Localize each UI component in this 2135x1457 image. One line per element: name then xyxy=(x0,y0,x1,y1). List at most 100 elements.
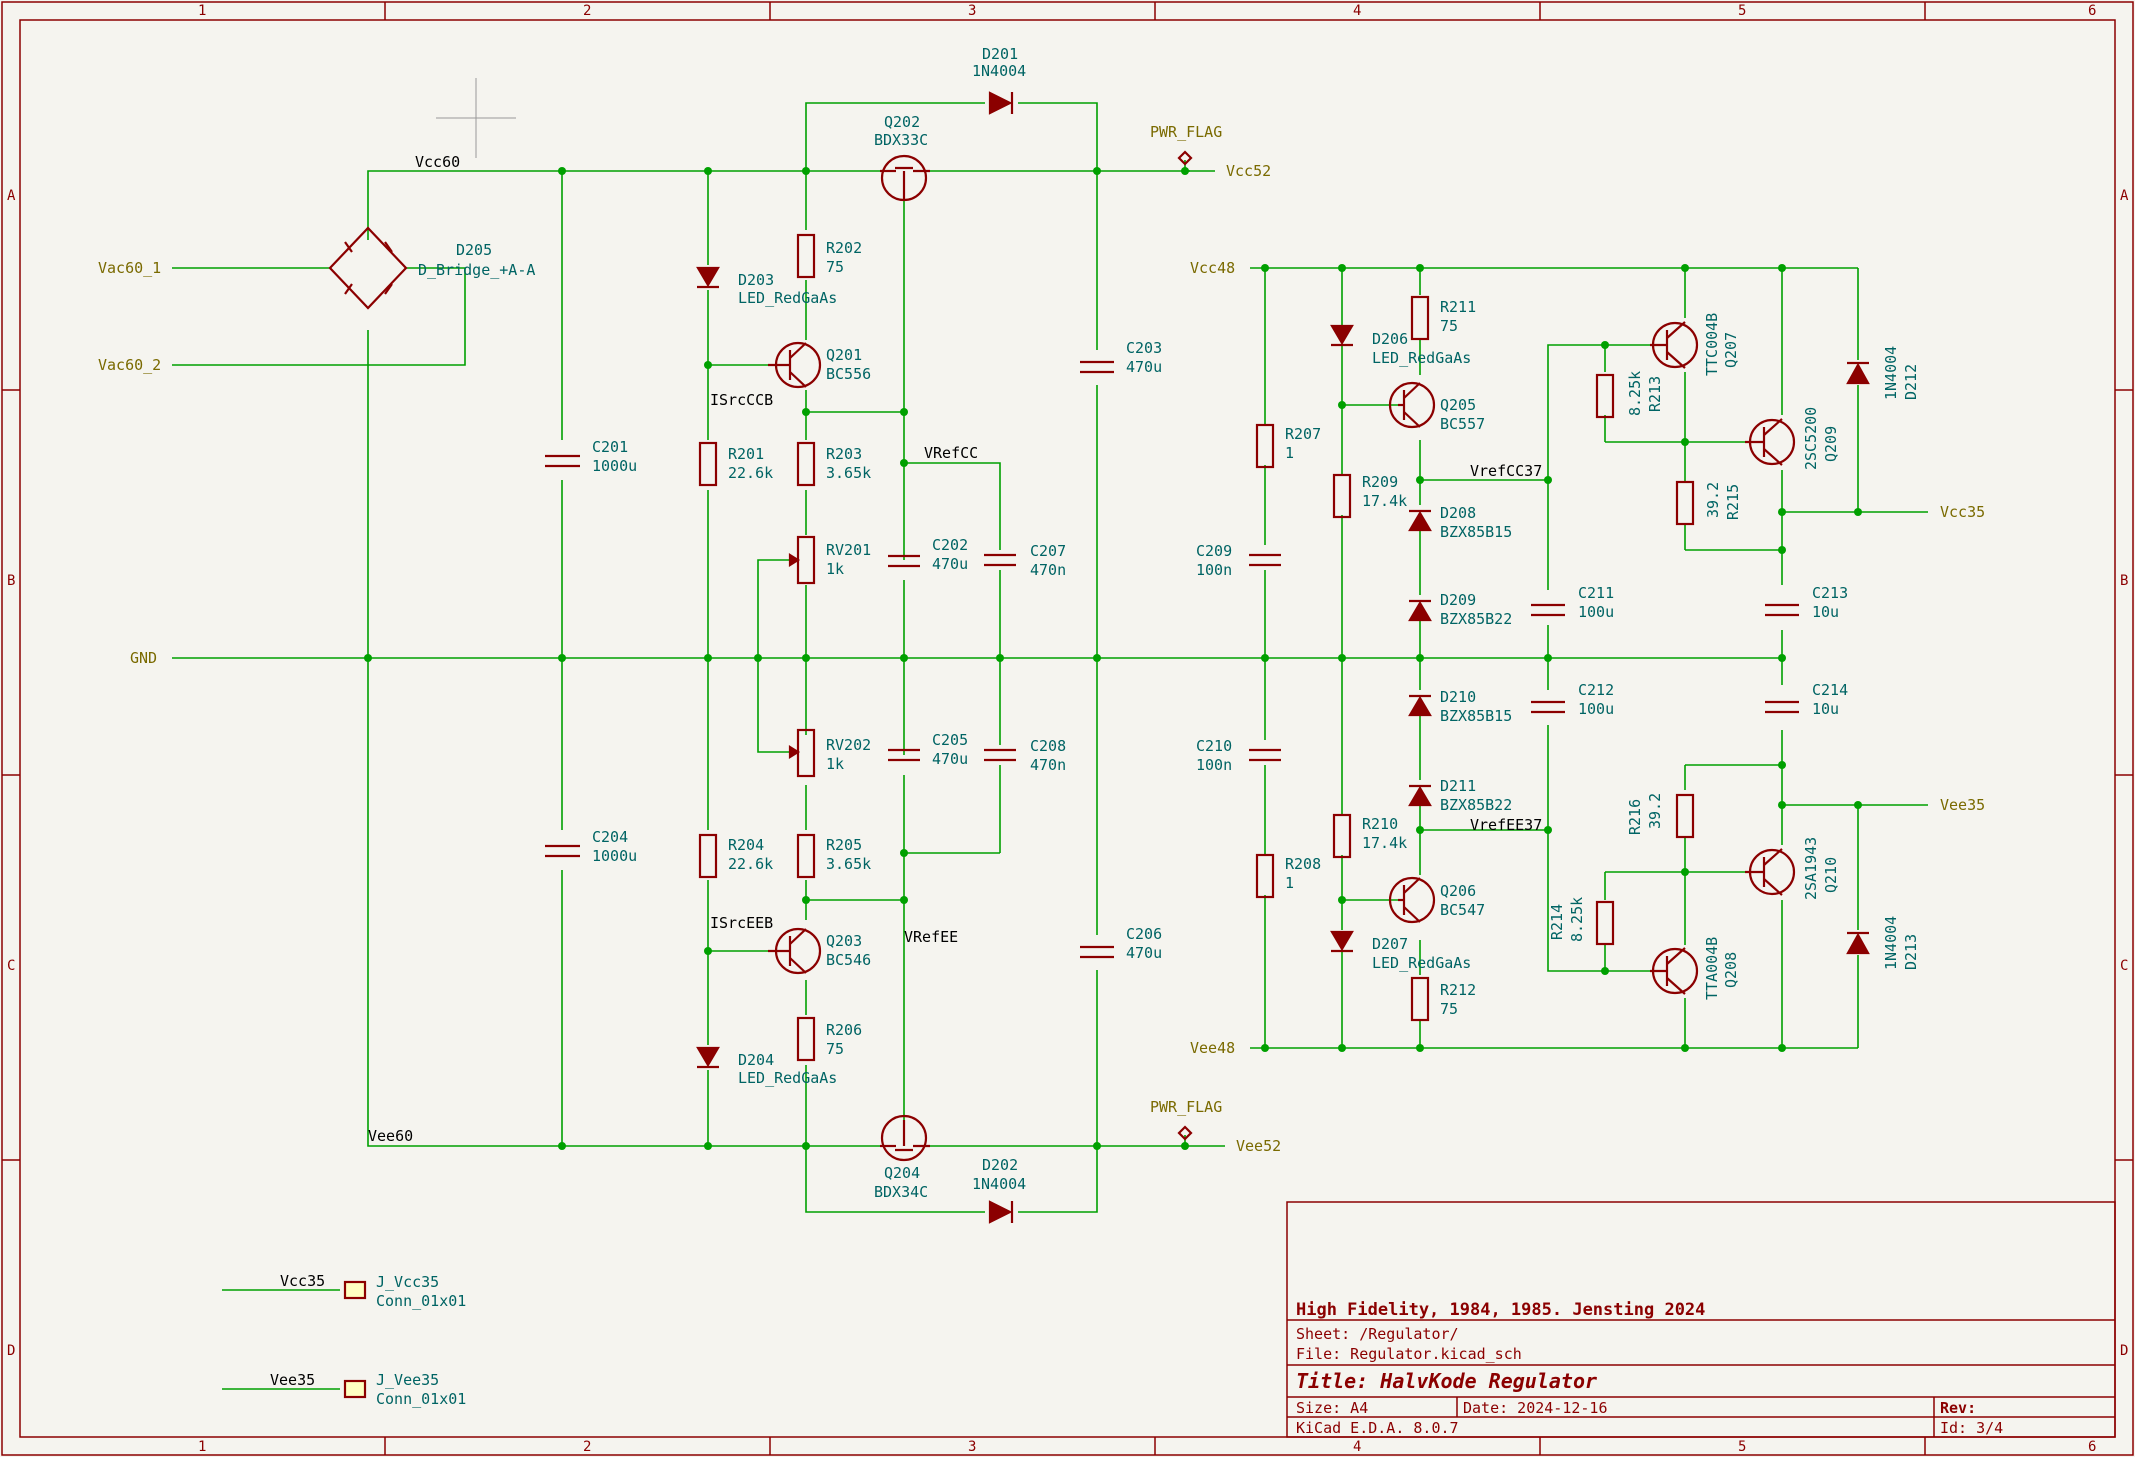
zeners xyxy=(1408,509,1432,807)
d213-ref: D213 xyxy=(1902,934,1920,970)
title-rev: Rev: xyxy=(1940,1399,1976,1417)
r214-val: 8.25k xyxy=(1568,897,1586,942)
port-vee35[interactable]: Vee35 xyxy=(1940,796,1985,814)
c211-val: 100u xyxy=(1578,603,1614,621)
q206-transistor[interactable] xyxy=(1388,876,1436,924)
c212-capacitor[interactable] xyxy=(1531,700,1565,714)
c211-capacitor[interactable] xyxy=(1531,603,1565,617)
d206-led[interactable] xyxy=(1330,324,1354,347)
d204-led[interactable] xyxy=(696,1046,720,1069)
d213-diode[interactable] xyxy=(1846,931,1870,955)
c208-ref: C208 xyxy=(1030,737,1066,755)
rv202-pot[interactable] xyxy=(788,728,816,778)
r209-ref: R209 xyxy=(1362,473,1398,491)
r210-val: 17.4k xyxy=(1362,834,1407,852)
port-vcc52[interactable]: Vcc52 xyxy=(1226,162,1271,180)
c205-capacitor[interactable] xyxy=(888,748,920,762)
pwr-flag-bottom: PWR_FLAG xyxy=(1150,1098,1222,1116)
c206-val: 470u xyxy=(1126,944,1162,962)
port-vac60-1[interactable]: Vac60_1 xyxy=(98,259,161,277)
port-vcc35[interactable]: Vcc35 xyxy=(1940,503,1985,521)
port-vee52[interactable]: Vee52 xyxy=(1236,1137,1281,1155)
d201-ref: D201 xyxy=(982,45,1018,63)
r216-val: 39.2 xyxy=(1646,793,1664,829)
q209-transistor[interactable] xyxy=(1745,418,1796,466)
d205-ref: D205 xyxy=(456,241,492,259)
c201-capacitor[interactable] xyxy=(545,454,580,468)
d201-diode[interactable] xyxy=(988,91,1014,115)
r207-val: 1 xyxy=(1285,444,1294,462)
c208-capacitor[interactable] xyxy=(984,748,1016,762)
c203-ref: C203 xyxy=(1126,339,1162,357)
q207-transistor[interactable] xyxy=(1650,321,1699,369)
pwr-flag-top: PWR_FLAG xyxy=(1150,123,1222,141)
c213-capacitor[interactable] xyxy=(1765,603,1799,617)
q203-ref: Q203 xyxy=(826,932,862,950)
c206-capacitor[interactable] xyxy=(1080,945,1114,959)
d207-led[interactable] xyxy=(1330,930,1354,953)
net-label-vrefee37: VrefEE37 xyxy=(1470,816,1542,834)
r215-val: 39.2 xyxy=(1704,482,1722,518)
port-vac60-2[interactable]: Vac60_2 xyxy=(98,356,161,374)
j-vcc35-connector[interactable] xyxy=(343,1280,367,1300)
d212-diode[interactable] xyxy=(1846,361,1870,385)
c201-ref: C201 xyxy=(592,438,628,456)
ruler-row-b-right: B xyxy=(2120,573,2128,589)
d203-led[interactable] xyxy=(696,266,720,289)
r205-val: 3.65k xyxy=(826,855,871,873)
ruler-col-5: 5 xyxy=(1738,3,1746,19)
r203-val: 3.65k xyxy=(826,464,871,482)
c207-capacitor[interactable] xyxy=(984,553,1016,567)
q202-transistor[interactable] xyxy=(880,154,930,202)
c206-ref: C206 xyxy=(1126,925,1162,943)
c203-capacitor[interactable] xyxy=(1080,360,1114,374)
c202-capacitor[interactable] xyxy=(888,554,920,568)
rv201-pot[interactable] xyxy=(788,535,816,585)
r208-ref: R208 xyxy=(1285,855,1321,873)
d202-ref: D202 xyxy=(982,1156,1018,1174)
q202-val: BDX33C xyxy=(874,131,928,149)
r212-ref: R212 xyxy=(1440,981,1476,999)
port-gnd[interactable]: GND xyxy=(130,649,157,667)
c204-capacitor[interactable] xyxy=(545,844,580,858)
r208-val: 1 xyxy=(1285,874,1294,892)
port-vcc48[interactable]: Vcc48 xyxy=(1190,259,1235,277)
d210-ref: D210 xyxy=(1440,688,1476,706)
q203-transistor[interactable] xyxy=(768,927,822,975)
r211-val: 75 xyxy=(1440,317,1458,335)
net-label-vrefee: VRefEE xyxy=(904,928,958,946)
r203-ref: R203 xyxy=(826,445,862,463)
c201-val: 1000u xyxy=(592,457,637,475)
q206-ref: Q206 xyxy=(1440,882,1476,900)
ruler-col-3-bottom: 3 xyxy=(968,1439,976,1455)
q210-transistor[interactable] xyxy=(1745,848,1796,896)
r213-val: 8.25k xyxy=(1626,371,1644,416)
d205-val: D_Bridge_+A-A xyxy=(418,261,535,279)
d202-diode[interactable] xyxy=(988,1200,1014,1224)
j-vee35-connector[interactable] xyxy=(343,1379,367,1399)
q205-transistor[interactable] xyxy=(1388,381,1436,429)
c205-val: 470u xyxy=(932,750,968,768)
c214-capacitor[interactable] xyxy=(1765,700,1799,714)
q208-ref: Q208 xyxy=(1722,952,1740,988)
q208-transistor[interactable] xyxy=(1650,947,1699,995)
c212-val: 100u xyxy=(1578,700,1614,718)
d205-bridge[interactable] xyxy=(328,226,408,310)
c209-ref: C209 xyxy=(1196,542,1232,560)
c205-ref: C205 xyxy=(932,731,968,749)
d209-val: BZX85B22 xyxy=(1440,610,1512,628)
c208-val: 470n xyxy=(1030,756,1066,774)
q204-transistor[interactable] xyxy=(880,1114,930,1162)
d201-val: 1N4004 xyxy=(972,62,1026,80)
q201-transistor[interactable] xyxy=(768,341,822,389)
junctions xyxy=(364,167,1862,1150)
c210-val: 100n xyxy=(1196,756,1232,774)
j-vcc35-val: Conn_01x01 xyxy=(376,1292,466,1310)
ruler-col-1: 1 xyxy=(198,3,206,19)
c210-capacitor[interactable] xyxy=(1249,748,1281,762)
c209-capacitor[interactable] xyxy=(1249,553,1281,567)
d212-ref: D212 xyxy=(1902,364,1920,400)
q201-ref: Q201 xyxy=(826,346,862,364)
title-tool: KiCad E.D.A. 8.0.7 xyxy=(1296,1419,1459,1437)
port-vee48[interactable]: Vee48 xyxy=(1190,1039,1235,1057)
